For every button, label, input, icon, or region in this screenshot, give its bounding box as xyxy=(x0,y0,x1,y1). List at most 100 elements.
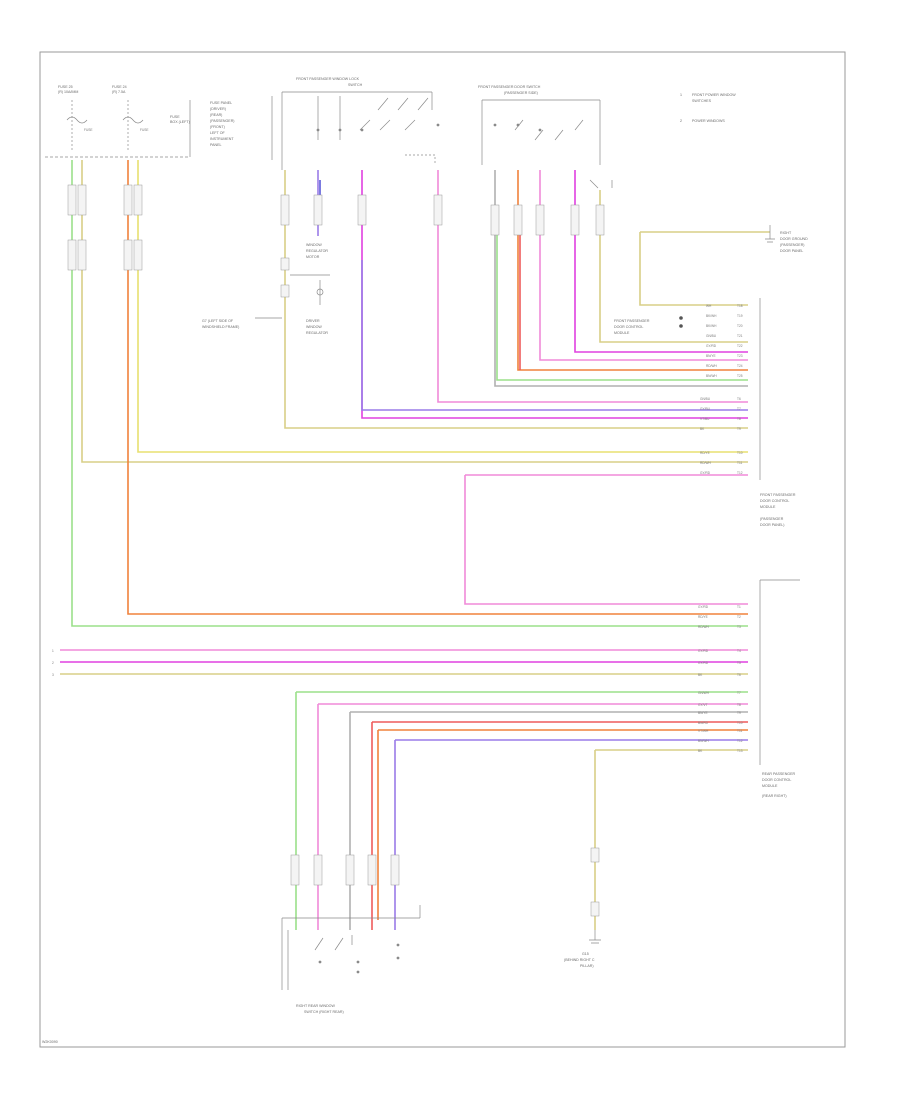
svg-text:INSTRUMENT: INSTRUMENT xyxy=(210,137,234,141)
fp-tag: RD/WH xyxy=(700,461,711,465)
fp-pin: T8 xyxy=(737,417,741,421)
svg-text:(PASSENGER): (PASSENGER) xyxy=(780,243,805,247)
wire-rear-pink xyxy=(317,703,748,930)
fp-tag: GN/BU xyxy=(700,397,711,401)
wire-door-gray xyxy=(494,170,748,387)
fp-pin: T21 xyxy=(737,334,743,338)
fp-tag: BK xyxy=(700,427,705,431)
wire-rear-orange xyxy=(377,729,748,920)
fp-tag: BN/YE xyxy=(706,354,716,358)
fp-pin: T24 xyxy=(737,364,743,368)
fp-tag: GY/RD xyxy=(706,344,717,348)
svg-text:WINDSHIELD FRAME): WINDSHIELD FRAME) xyxy=(202,325,239,329)
rear-low-tags: GN/WH GY/VT BN/YE BN/RD VT/WH BN/WH BK T… xyxy=(698,691,743,753)
rear-pin: T1 xyxy=(737,605,741,609)
rear-tag: BK xyxy=(698,749,703,753)
svg-text:FUSE PANEL: FUSE PANEL xyxy=(210,101,232,105)
diagram-frame xyxy=(39,51,846,1048)
fp-pin: T9 xyxy=(737,427,741,431)
door-switch-title: FRONT PASSENGER DOOR SWITCH xyxy=(478,85,541,89)
fp-pin: T7 xyxy=(737,407,741,411)
fuse-box-label-1: FUSE xyxy=(170,115,180,119)
rear-pin: T9 xyxy=(737,711,741,715)
rear-tag: RD/WH xyxy=(698,625,709,629)
wire-rear-green xyxy=(295,691,748,930)
right-door-ground: RIGHT DOOR GROUND (PASSENGER) DOOR PANEL xyxy=(765,225,808,253)
svg-text:(FRONT): (FRONT) xyxy=(210,125,225,129)
wire-door-pink xyxy=(539,170,748,361)
fp-connector-label-1: FRONT PASSENGER xyxy=(614,319,650,323)
wire-rear-yellow xyxy=(594,749,748,930)
fuse-1-name: FUSE xyxy=(84,128,93,132)
fuse-2-sublabel: (R) 7.5A xyxy=(112,90,126,94)
wire-door-green xyxy=(496,230,748,381)
svg-text:3: 3 xyxy=(52,673,54,677)
rear-pin: T7 xyxy=(737,691,741,695)
wire-lock-magenta xyxy=(361,170,748,419)
rear-pin: T6 xyxy=(737,673,741,677)
svg-text:(BEHIND RIGHT C: (BEHIND RIGHT C xyxy=(564,958,595,962)
fp-tag: RD/YE xyxy=(700,451,710,455)
fuse-block: FUSE 25 (R) 10A/IMM FUSE 24 (R) 7.5A FUS… xyxy=(45,85,273,160)
fp-module-title: FRONT PASSENGER DOOR CONTROL MODULE (PAS… xyxy=(760,493,796,527)
door-switch: FRONT PASSENGER DOOR SWITCH (PASSENGER S… xyxy=(478,85,613,189)
fp-tag: GN/BU xyxy=(706,334,717,338)
fp-low-tags: RD/YE RD/WH GY/RD T10 T11 T12 xyxy=(700,451,743,475)
svg-text:2: 2 xyxy=(52,661,54,665)
svg-text:LEFT OF: LEFT OF xyxy=(210,131,226,135)
fp-pin: T22 xyxy=(737,344,743,348)
wire-lock-violet2 xyxy=(361,260,748,411)
svg-text:DOOR CONTROL: DOOR CONTROL xyxy=(760,499,789,503)
window-lock-switch-title-2: SWITCH xyxy=(348,83,363,87)
svg-text:DOOR GROUND: DOOR GROUND xyxy=(780,237,808,241)
svg-text:REGULATOR: REGULATOR xyxy=(306,331,328,335)
rear-tag: BK xyxy=(698,673,703,677)
fp-tag: GY/RD xyxy=(700,471,711,475)
rear-pin: T3 xyxy=(737,625,741,629)
svg-text:(PASSENGER: (PASSENGER xyxy=(760,517,784,521)
fuse-2-name: FUSE xyxy=(140,128,149,132)
rear-tag: GY/RD xyxy=(698,605,709,609)
svg-text:REAR PASSENGER: REAR PASSENGER xyxy=(762,772,795,776)
wire-rear-red xyxy=(371,721,748,930)
svg-text:WINDOW: WINDOW xyxy=(306,243,322,247)
fp-mid-tags: GN/BU GY/BU VT/BU BK T6 T7 T8 T9 xyxy=(700,397,741,431)
fp-tag: GY/BU xyxy=(700,407,711,411)
rear-module: GY/RD RD/YE RD/WH T1 T2 T3 GY/RD GY/RD B… xyxy=(698,579,800,798)
rear-pin: T8 xyxy=(737,703,741,707)
svg-text:RIGHT: RIGHT xyxy=(780,231,792,235)
svg-text:G15: G15 xyxy=(582,952,589,956)
rear-pin: T5 xyxy=(737,661,741,665)
wire-fuse1-green-h xyxy=(71,620,748,627)
svg-text:RIGHT REAR WINDOW: RIGHT REAR WINDOW xyxy=(296,1004,335,1008)
fuse-panel-note: FUSE PANEL (DRIVER) (REAR) (PASSENGER) (… xyxy=(210,101,235,147)
svg-text:PILLAR): PILLAR) xyxy=(580,964,594,968)
legend: 1 FRONT POWER WINDOW SWITCHES 2 POWER WI… xyxy=(680,93,736,123)
wire-fuse1-yellow xyxy=(81,160,748,463)
fp-pin: T19 xyxy=(737,314,743,318)
svg-text:MOTOR: MOTOR xyxy=(306,255,320,259)
rear-tag: BN/RD xyxy=(698,721,709,725)
rear-tag: BN/YE xyxy=(698,711,708,715)
front-passenger-module: FRONT PASSENGER DOOR CONTROL MODULE WH B… xyxy=(614,298,796,527)
wire-lock-pink xyxy=(437,170,748,403)
fp-tag: WH xyxy=(706,304,712,308)
rear-pin: T12 xyxy=(737,739,743,743)
svg-text:MODULE: MODULE xyxy=(762,784,778,788)
fp-pin: T20 xyxy=(737,324,743,328)
wires xyxy=(60,160,770,930)
fp-pin: T6 xyxy=(737,397,741,401)
svg-text:DRIVER: DRIVER xyxy=(306,319,320,323)
rear-tag: BN/WH xyxy=(698,739,709,743)
svg-text:1: 1 xyxy=(52,649,54,653)
svg-text:DOOR CONTROL: DOOR CONTROL xyxy=(762,778,791,782)
rear-tag: GY/RD xyxy=(698,649,709,653)
fp-connector-label-2: DOOR CONTROL xyxy=(614,325,643,329)
wire-rear-violet xyxy=(394,739,748,930)
rear-pin: T2 xyxy=(737,615,741,619)
fuse-1-sublabel: (R) 10A/IMM xyxy=(58,90,78,94)
svg-text:SWITCH (RIGHT REAR): SWITCH (RIGHT REAR) xyxy=(304,1010,344,1014)
wire-rear-gray xyxy=(349,711,748,930)
fp-pin: T12 xyxy=(737,471,743,475)
rear-module-title: REAR PASSENGER DOOR CONTROL MODULE (REAR… xyxy=(762,772,795,798)
